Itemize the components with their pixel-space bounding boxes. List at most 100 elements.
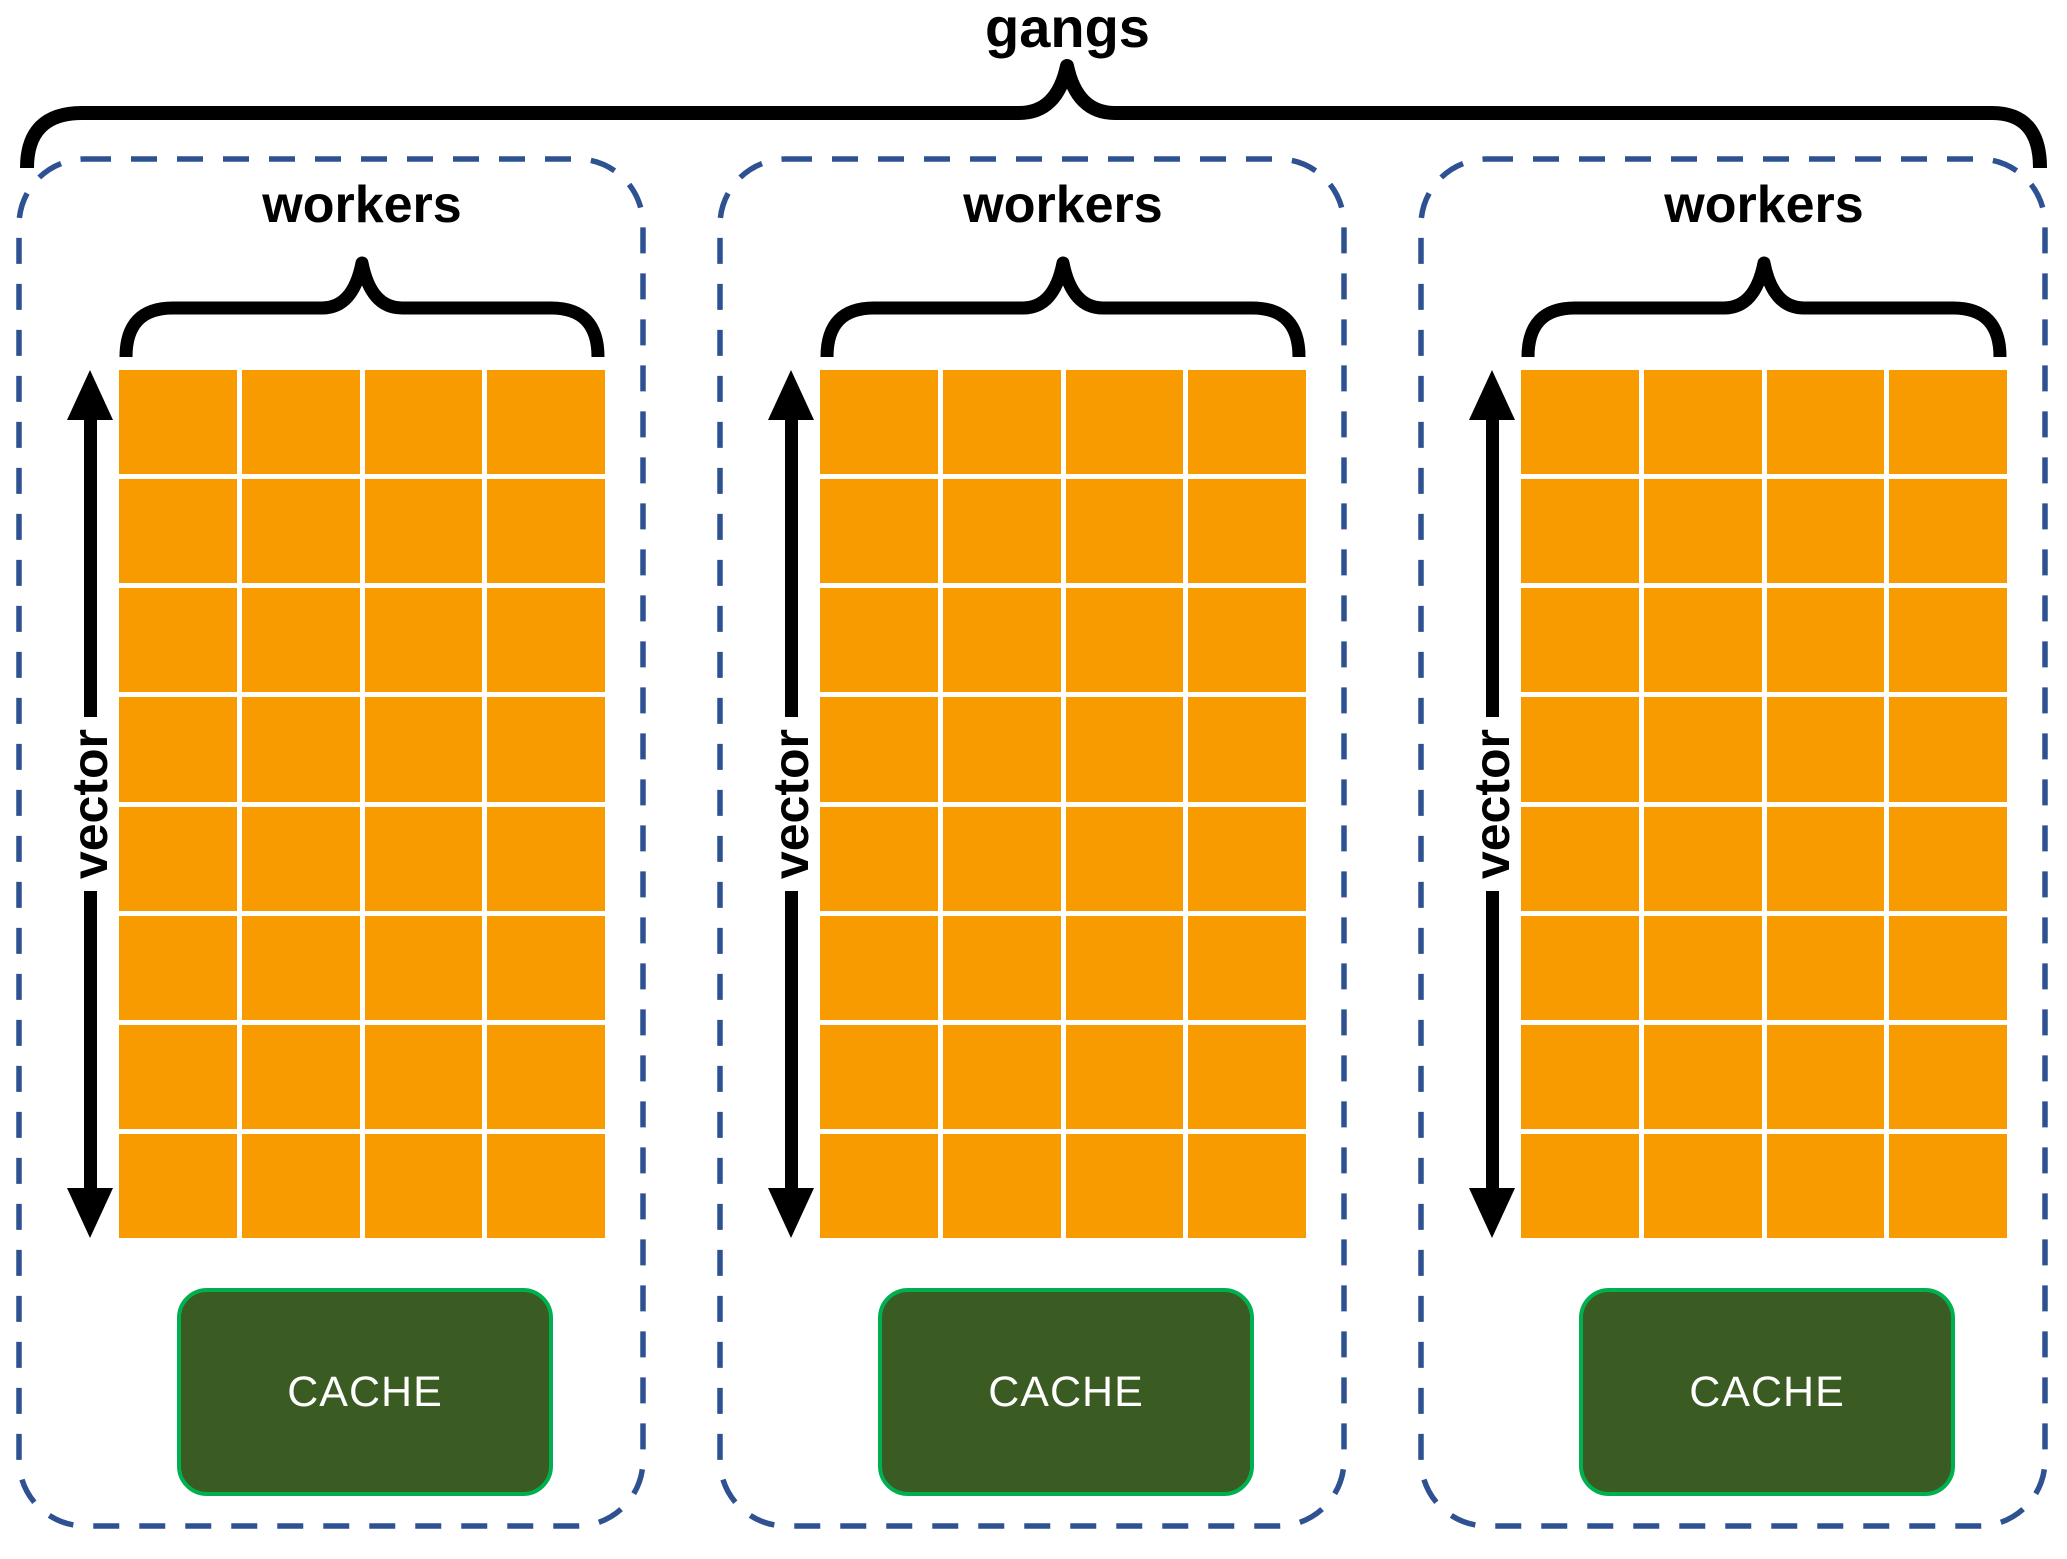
grid-cell [487, 915, 605, 1020]
grid-cell [942, 479, 1061, 584]
grid-cell [1065, 697, 1184, 802]
grid-cell [1065, 479, 1184, 584]
grid-cell [1188, 915, 1306, 1020]
cache-label: CACHE [1689, 1367, 1845, 1416]
grid-cell [1521, 806, 1639, 911]
grid-cell [1643, 370, 1762, 475]
gangs-brace [20, 59, 2047, 169]
grid-cell [487, 806, 605, 911]
arrow-shaft [83, 891, 97, 1189]
grid-cell [942, 1024, 1061, 1129]
grid-cell [1521, 697, 1639, 802]
grid-cell [820, 1133, 938, 1238]
grid-cell [1521, 479, 1639, 584]
grid-cell [1643, 697, 1762, 802]
grid-cell [1521, 588, 1639, 693]
grid-cell [1766, 697, 1885, 802]
grid-cell [820, 370, 938, 475]
grid-cell [1188, 370, 1306, 475]
worker-vector-grid [1521, 370, 2007, 1238]
grid-cell [1188, 1024, 1306, 1129]
gang-panel-1: workers vector CACHE [15, 155, 647, 1530]
grid-cell [1889, 1133, 2007, 1238]
grid-cell [820, 697, 938, 802]
grid-cell [1065, 1133, 1184, 1238]
arrow-down-icon [768, 1188, 814, 1239]
workers-brace [1521, 256, 2007, 358]
grid-cell [1766, 370, 1885, 475]
grid-cell [1065, 1024, 1184, 1129]
grid-cell [1643, 1024, 1762, 1129]
grid-cell [942, 1133, 1061, 1238]
grid-cell [1889, 806, 2007, 911]
arrow-shaft [1485, 891, 1499, 1189]
vector-axis: vector [1463, 370, 1521, 1239]
grid-cell [1889, 370, 2007, 475]
grid-cell [487, 1133, 605, 1238]
grid-cell [820, 915, 938, 1020]
grid-cell [1889, 697, 2007, 802]
grid-cell [820, 1024, 938, 1129]
grid-cell [820, 806, 938, 911]
cache-label: CACHE [988, 1367, 1144, 1416]
cache-box: CACHE [878, 1288, 1254, 1496]
grid-cell [1766, 806, 1885, 911]
vector-label: vector [1464, 728, 1520, 880]
grid-cell [942, 806, 1061, 911]
gangs-label: gangs [985, 0, 1150, 59]
grid-cell [1188, 588, 1306, 693]
grid-cell [119, 370, 237, 475]
grid-cell [820, 479, 938, 584]
grid-cell [1521, 1024, 1639, 1129]
grid-cell [241, 479, 360, 584]
gang-dashed-border [1418, 156, 2048, 1529]
grid-cell [1643, 588, 1762, 693]
grid-cell [1065, 370, 1184, 475]
grid-cell [1643, 479, 1762, 584]
grid-cell [119, 479, 237, 584]
grid-cell [364, 479, 483, 584]
arrow-up-icon [768, 370, 814, 420]
grid-cell [119, 806, 237, 911]
cache-box: CACHE [1579, 1288, 1955, 1496]
grid-cell [1188, 479, 1306, 584]
arrow-down-icon [1469, 1188, 1515, 1239]
grid-cell [119, 915, 237, 1020]
grid-cell [487, 697, 605, 802]
grid-cell [364, 806, 483, 911]
grid-cell [487, 479, 605, 584]
grid-cell [241, 697, 360, 802]
arrow-shaft [784, 891, 798, 1189]
grid-cell [487, 370, 605, 475]
grid-cell [1521, 915, 1639, 1020]
vector-axis: vector [61, 370, 119, 1239]
gang-dashed-border [16, 156, 646, 1529]
vector-label: vector [62, 728, 118, 880]
grid-cell [820, 588, 938, 693]
grid-cell [364, 1024, 483, 1129]
grid-cell [1643, 915, 1762, 1020]
arrow-up-icon [1469, 370, 1515, 420]
grid-cell [1889, 1024, 2007, 1129]
cache-label: CACHE [287, 1367, 443, 1416]
grid-cell [241, 370, 360, 475]
arrow-up-icon [67, 370, 113, 420]
gang-dashed-border [717, 156, 1347, 1529]
grid-cell [1065, 806, 1184, 911]
grid-cell [1766, 1024, 1885, 1129]
grid-cell [1065, 915, 1184, 1020]
vector-label: vector [763, 728, 819, 880]
workers-brace [820, 256, 1306, 358]
arrow-shaft [83, 420, 97, 717]
grid-cell [241, 806, 360, 911]
workers-label: workers [262, 176, 462, 234]
grid-cell [241, 588, 360, 693]
grid-cell [1643, 806, 1762, 911]
grid-cell [364, 588, 483, 693]
gang-panel-2: workers vector CACHE [716, 155, 1348, 1530]
grid-cell [364, 1133, 483, 1238]
arrow-down-icon [67, 1188, 113, 1239]
grid-cell [364, 915, 483, 1020]
grid-cell [364, 370, 483, 475]
grid-cell [119, 1133, 237, 1238]
